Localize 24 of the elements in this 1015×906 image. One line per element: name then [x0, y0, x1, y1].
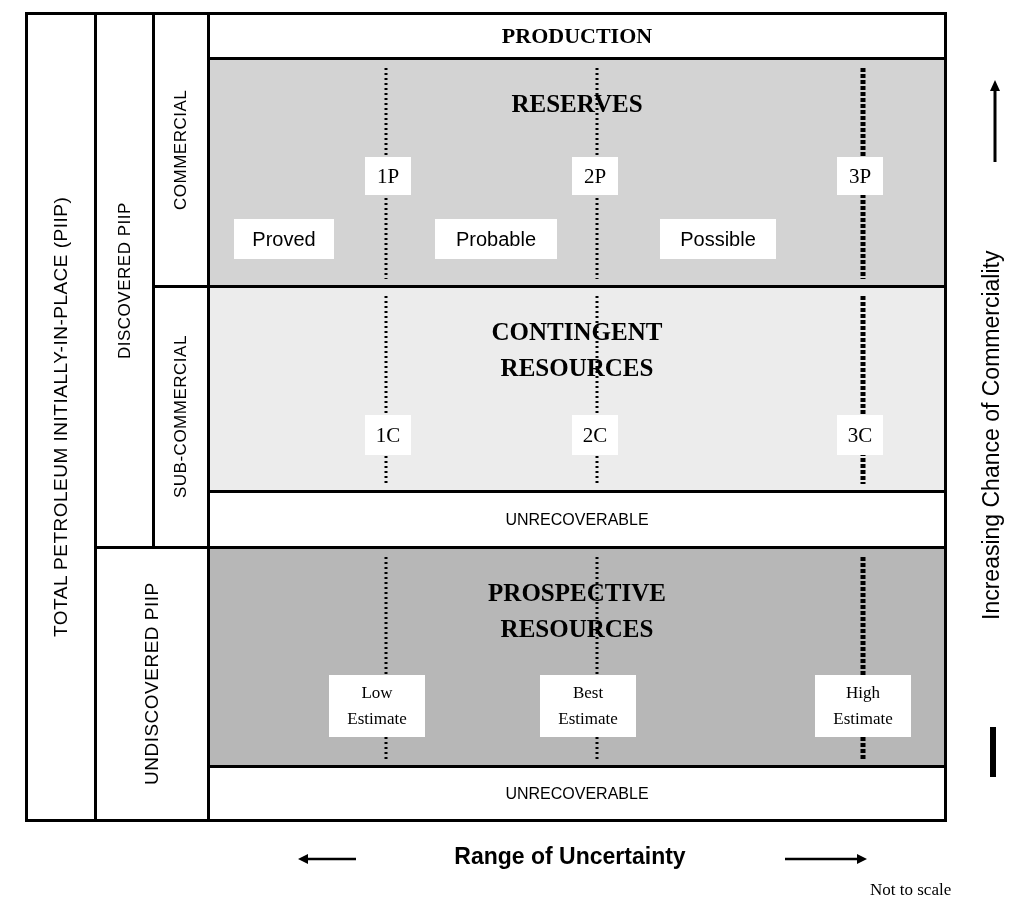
range-label: Low Estimate	[329, 675, 425, 737]
axis-label: Range of Uncertainty	[453, 843, 687, 870]
class-band	[207, 57, 947, 288]
range-label: 2P	[572, 157, 618, 195]
class-band	[207, 546, 947, 768]
range-label: Probable	[435, 219, 557, 259]
band-heading: PROSPECTIVE RESOURCES	[487, 578, 667, 644]
band-heading: RESERVES	[511, 89, 643, 119]
range-label: 1C	[365, 415, 411, 455]
range-label: Proved	[234, 219, 334, 259]
range-label: Best Estimate	[540, 675, 636, 737]
class-band	[207, 285, 947, 493]
range-label: Possible	[660, 219, 776, 259]
band-heading: CONTINGENT RESOURCES	[490, 317, 664, 383]
range-label: 2C	[572, 415, 618, 455]
range-label: 3P	[837, 157, 883, 195]
axis-label: Increasing Chance of Commerciality	[978, 249, 1005, 622]
category-cell: TOTAL PETROLEUM INITIALLY-IN-PLACE (PIIP)	[25, 12, 97, 822]
category-band: UNRECOVERABLE	[207, 765, 947, 822]
range-label: High Estimate	[815, 675, 911, 737]
category-band: PRODUCTION	[207, 12, 947, 60]
caption: Not to scale	[870, 880, 952, 900]
range-label: 1P	[365, 157, 411, 195]
range-label: 3C	[837, 415, 883, 455]
